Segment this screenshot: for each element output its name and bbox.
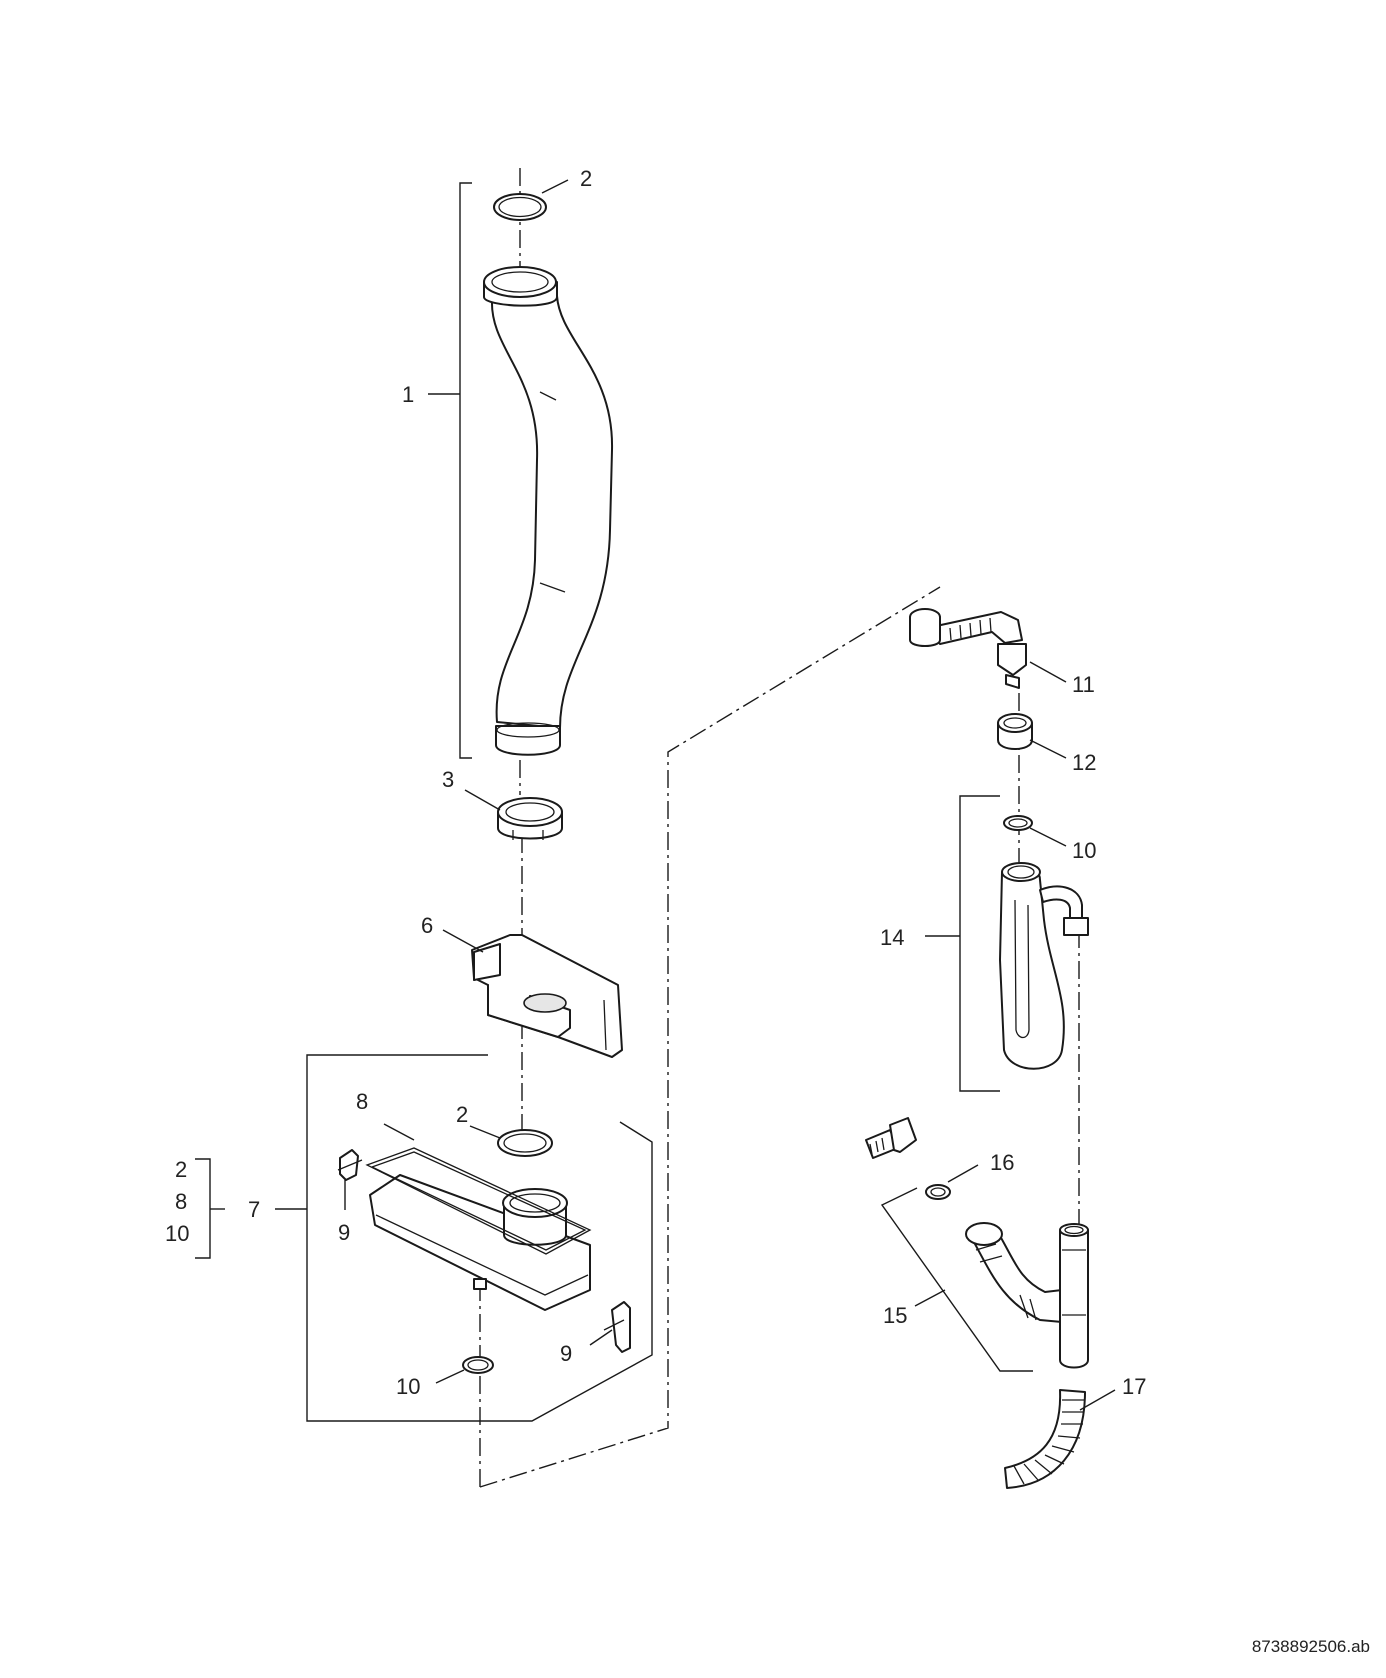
adapter-ring: [497, 797, 563, 840]
clip-left: [337, 1149, 363, 1181]
hose-connector: [997, 713, 1033, 750]
corrugated-hose: [1004, 1389, 1086, 1489]
callout-12: 12: [1072, 750, 1096, 775]
callout-11: 11: [1072, 672, 1095, 697]
callout-7: 7: [248, 1197, 260, 1222]
drain-valve: [865, 1117, 951, 1200]
kit-item-2: 2: [175, 1157, 187, 1182]
bracket-item-7: [275, 1054, 653, 1422]
o-ring-upper: [1003, 815, 1033, 831]
condensate-siphon: [999, 862, 1089, 1070]
callout-17: 17: [1122, 1374, 1146, 1399]
bracket-item-1: [428, 182, 472, 759]
bracket-item-15: [880, 1187, 1033, 1372]
callout-16: 16: [990, 1150, 1014, 1175]
tray-gasket: [365, 1147, 592, 1255]
clip-right: [603, 1301, 631, 1353]
kit-bracket: [195, 1158, 225, 1259]
callout-9-right: 9: [560, 1341, 572, 1366]
hose-tee: [965, 1222, 1089, 1369]
callout-2-lower: 2: [456, 1102, 468, 1127]
callout-9-left: 9: [338, 1220, 350, 1245]
callout-labels: 2 1 3 6 8 2 7 9 9 10 11 12 10 14 16 15 1…: [248, 166, 1146, 1399]
callout-8: 8: [356, 1089, 368, 1114]
seal-ring-top: [493, 193, 547, 221]
callout-15: 15: [883, 1303, 907, 1328]
callout-3: 3: [442, 767, 454, 792]
leader-lines: [344, 179, 1116, 1411]
callout-6: 6: [421, 913, 433, 938]
callout-2-top: 2: [580, 166, 592, 191]
seal-ring-lower: [497, 1129, 553, 1157]
condensate-tray: [369, 1174, 591, 1311]
kit-item-10: 10: [165, 1221, 189, 1246]
callout-14: 14: [880, 925, 904, 950]
kit-item-8: 8: [175, 1189, 187, 1214]
bracket-item-14: [925, 795, 1000, 1092]
o-ring-lower: [462, 1356, 494, 1374]
document-id: 8738892506.ab: [1252, 1637, 1370, 1656]
pipe-holder: [471, 934, 623, 1058]
flue-pipe: [483, 266, 614, 756]
callout-10-lower: 10: [396, 1374, 420, 1399]
callout-1: 1: [402, 382, 414, 407]
callout-10-upper: 10: [1072, 838, 1096, 863]
drain-elbow: [909, 608, 1027, 689]
kit-list: 2 8 10: [165, 1157, 189, 1246]
